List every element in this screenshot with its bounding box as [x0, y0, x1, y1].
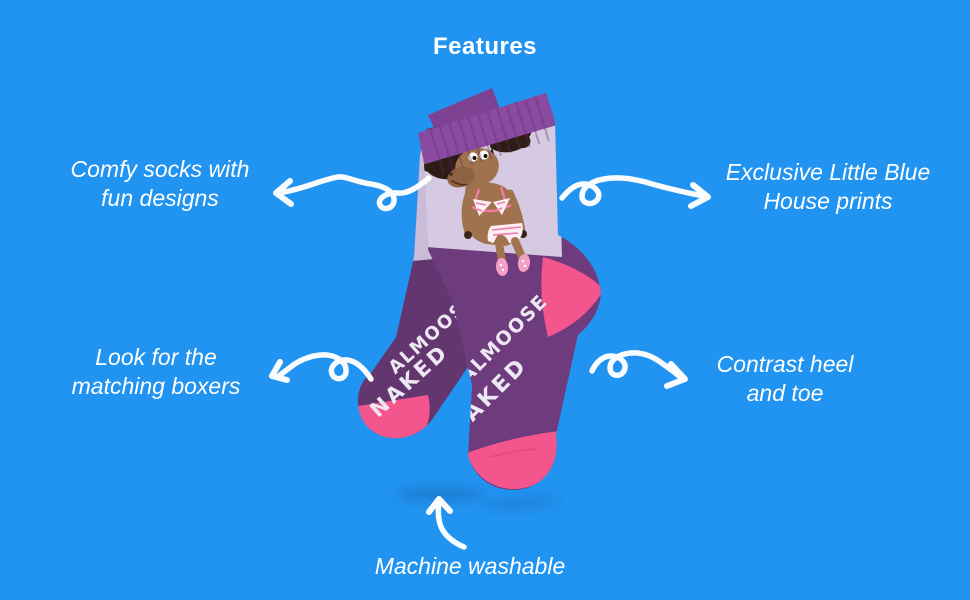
curly-arrow-top-left-icon — [273, 174, 432, 212]
sock-shadow — [398, 487, 486, 501]
curly-arrow-top-right-icon — [559, 175, 711, 209]
callout-text-line: Comfy socks with — [70, 156, 250, 182]
moose-bikini-top — [471, 186, 512, 216]
callout-comfy-socks: Comfy socks with fun designs — [35, 155, 285, 213]
callout-text-line: Exclusive Little Blue — [725, 159, 931, 185]
callout-contrast-heel-toe: Contrast heel and toe — [660, 350, 910, 408]
front-sock-heel — [541, 257, 601, 337]
moose-boots — [495, 254, 531, 276]
page-title: Features — [432, 33, 538, 60]
front-sock-toe — [467, 431, 561, 490]
curved-arrow-up-icon — [426, 496, 467, 550]
callout-text-line: fun designs — [101, 185, 219, 211]
callout-text-line: matching boxers — [71, 373, 241, 399]
callout-text-line: Machine washable — [374, 553, 566, 579]
callout-matching-boxers: Look for the matching boxers — [31, 343, 281, 401]
socks-product-photo: ALMOOSE NAKED — [357, 88, 601, 491]
callout-machine-washable: Machine washable — [345, 552, 595, 581]
callout-text-line: Contrast heel — [716, 351, 854, 377]
callout-exclusive-prints: Exclusive Little Blue House prints — [703, 158, 953, 216]
curly-arrow-bottom-left-icon — [269, 352, 374, 383]
curly-arrow-bottom-right-icon — [589, 350, 688, 389]
callout-text-line: Look for the — [95, 344, 217, 370]
front-sock: ALMOOSE NAKED — [418, 93, 601, 491]
callout-text-line: House prints — [763, 188, 893, 214]
callout-text-line: and toe — [746, 380, 824, 406]
